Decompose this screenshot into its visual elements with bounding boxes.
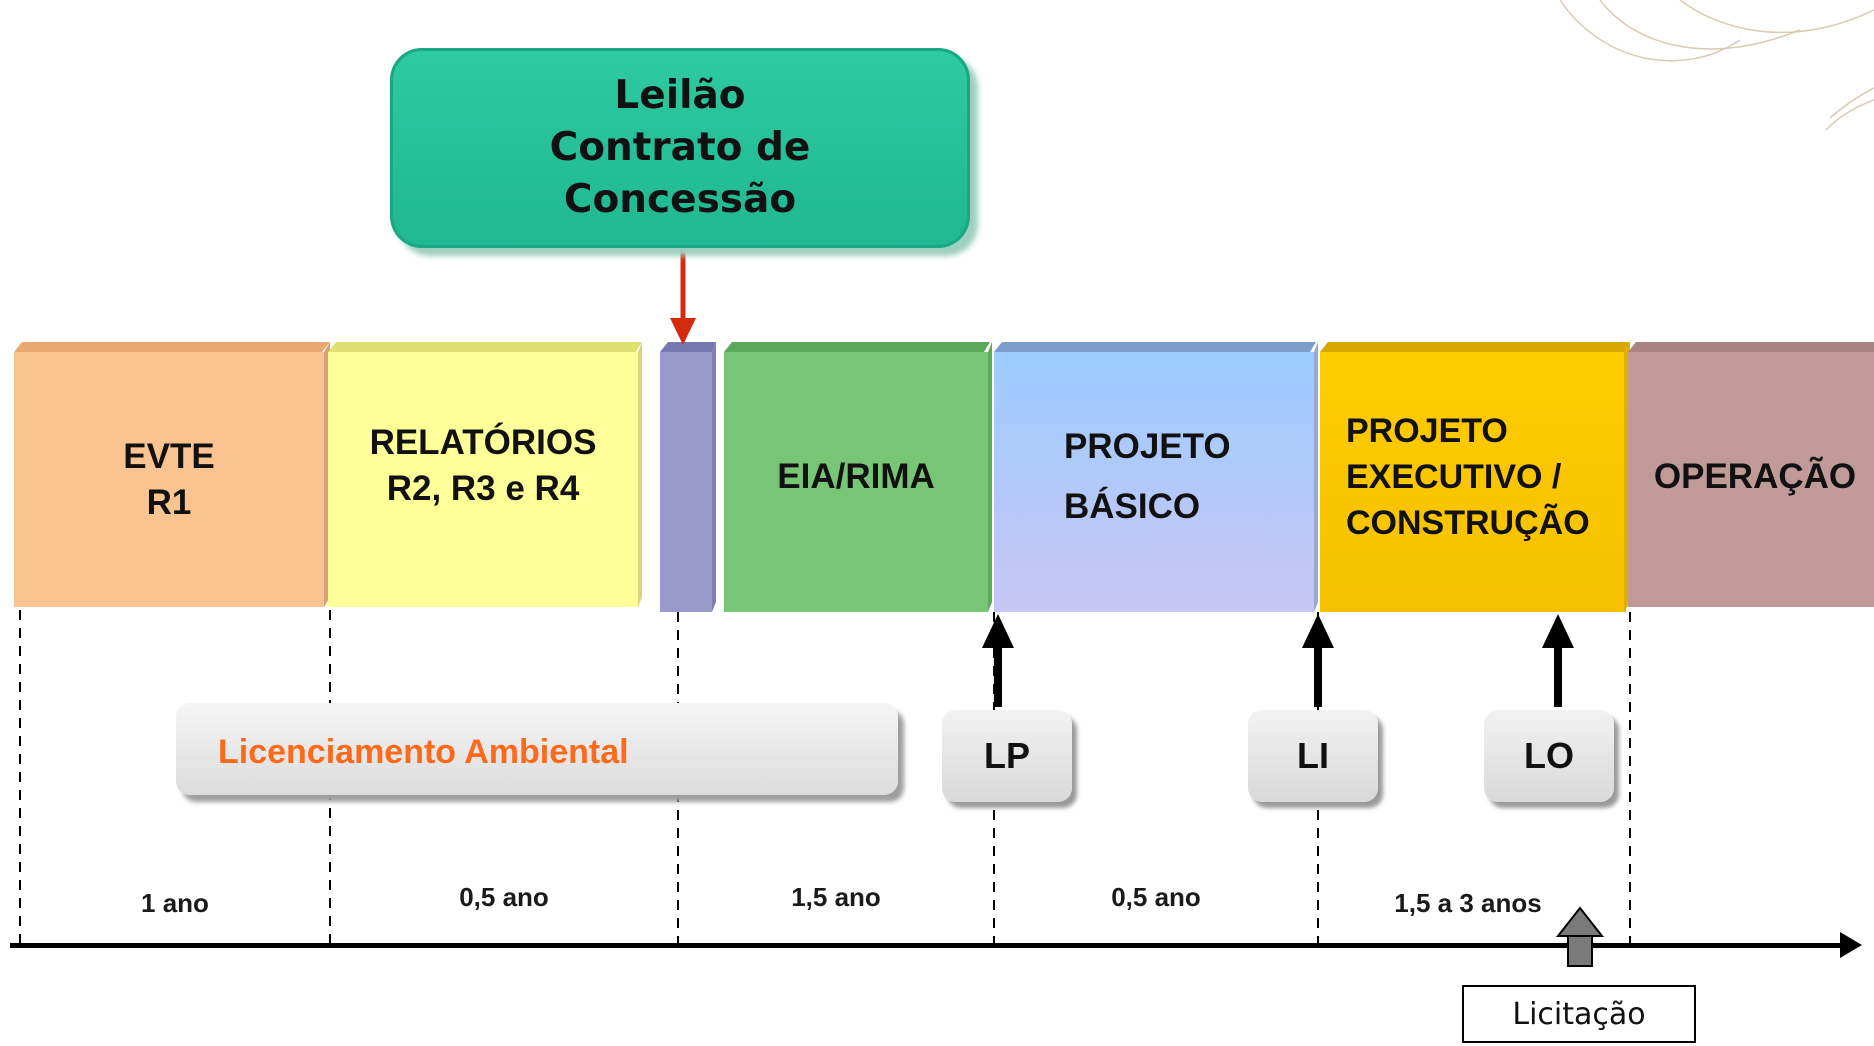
duration-projeto-executivo: 1,5 a 3 anos	[1394, 888, 1542, 918]
duration-projeto-basico: 0,5 ano	[1111, 882, 1201, 912]
leilao-arrow	[670, 248, 696, 345]
leilao-line-3: Concessão	[563, 177, 797, 222]
leilao-line-2: Contrato de	[549, 125, 811, 170]
licitacao-arrow-icon	[1555, 906, 1605, 967]
leilao-contrato-box: Leilão Contrato de Concessão	[390, 48, 970, 248]
phase-block-projeto-executivo	[1320, 342, 1630, 612]
phase-blocks	[14, 342, 1874, 612]
projeto-basico-line-1: PROJETO	[1064, 427, 1231, 466]
phase-label-eia-rima: EIA/RIMA	[724, 352, 988, 602]
relatorios-line-2: R2, R3 e R4	[386, 468, 580, 508]
licitacao-box: Licitação	[1462, 985, 1696, 1043]
duration-eia-rima: 1,5 ano	[791, 882, 881, 912]
phase-block-operacao	[1628, 342, 1874, 607]
duration-evte: 1 ano	[141, 888, 209, 918]
phase-label-evte: EVTE R1	[14, 352, 324, 607]
licenciamento-bar	[176, 703, 898, 795]
license-lp-label: LP	[983, 735, 1030, 776]
phase-block-relatorios	[328, 342, 642, 607]
relatorios-line-1: RELATÓRIOS	[369, 422, 597, 462]
phase-label-operacao: OPERAÇÃO	[1636, 352, 1874, 602]
projeto-executivo-line-2: EXECUTIVO /	[1346, 458, 1562, 496]
eia-rima-line-1: EIA/RIMA	[777, 457, 935, 496]
projeto-executivo-line-1: PROJETO	[1346, 412, 1508, 450]
projeto-executivo-line-3: CONSTRUÇÃO	[1346, 504, 1590, 542]
duration-relatorios: 0,5 ano	[459, 882, 549, 912]
phase-block-projeto-basico	[994, 342, 1318, 612]
evte-line-2: R1	[146, 482, 192, 522]
phase-label-projeto-executivo: PROJETO EXECUTIVO / CONSTRUÇÃO	[1346, 352, 1626, 602]
phase-block-eia-rima	[724, 342, 992, 612]
phase-label-relatorios: RELATÓRIOS R2, R3 e R4	[328, 338, 638, 593]
leilao-line-1: Leilão	[614, 73, 746, 118]
evte-line-1: EVTE	[123, 436, 215, 476]
decorative-swirl	[1559, 0, 1874, 131]
timeline-axis	[10, 932, 1862, 958]
license-arrows	[982, 614, 1574, 707]
licenciamento-label: Licenciamento Ambiental	[218, 733, 629, 771]
license-lo-label: LO	[1524, 735, 1574, 776]
license-lo-box: LO	[1484, 710, 1614, 802]
license-li-box: LI	[1248, 710, 1378, 802]
projeto-basico-line-2: BÁSICO	[1064, 487, 1201, 526]
license-lp-box: LP	[942, 710, 1072, 802]
operacao-line-1: OPERAÇÃO	[1653, 457, 1857, 496]
licitacao-label: Licitação	[1512, 996, 1646, 1032]
phase-block-leilao-marker	[660, 342, 716, 612]
phase-label-projeto-basico: PROJETO BÁSICO	[1064, 352, 1314, 602]
license-li-label: LI	[1297, 735, 1329, 776]
